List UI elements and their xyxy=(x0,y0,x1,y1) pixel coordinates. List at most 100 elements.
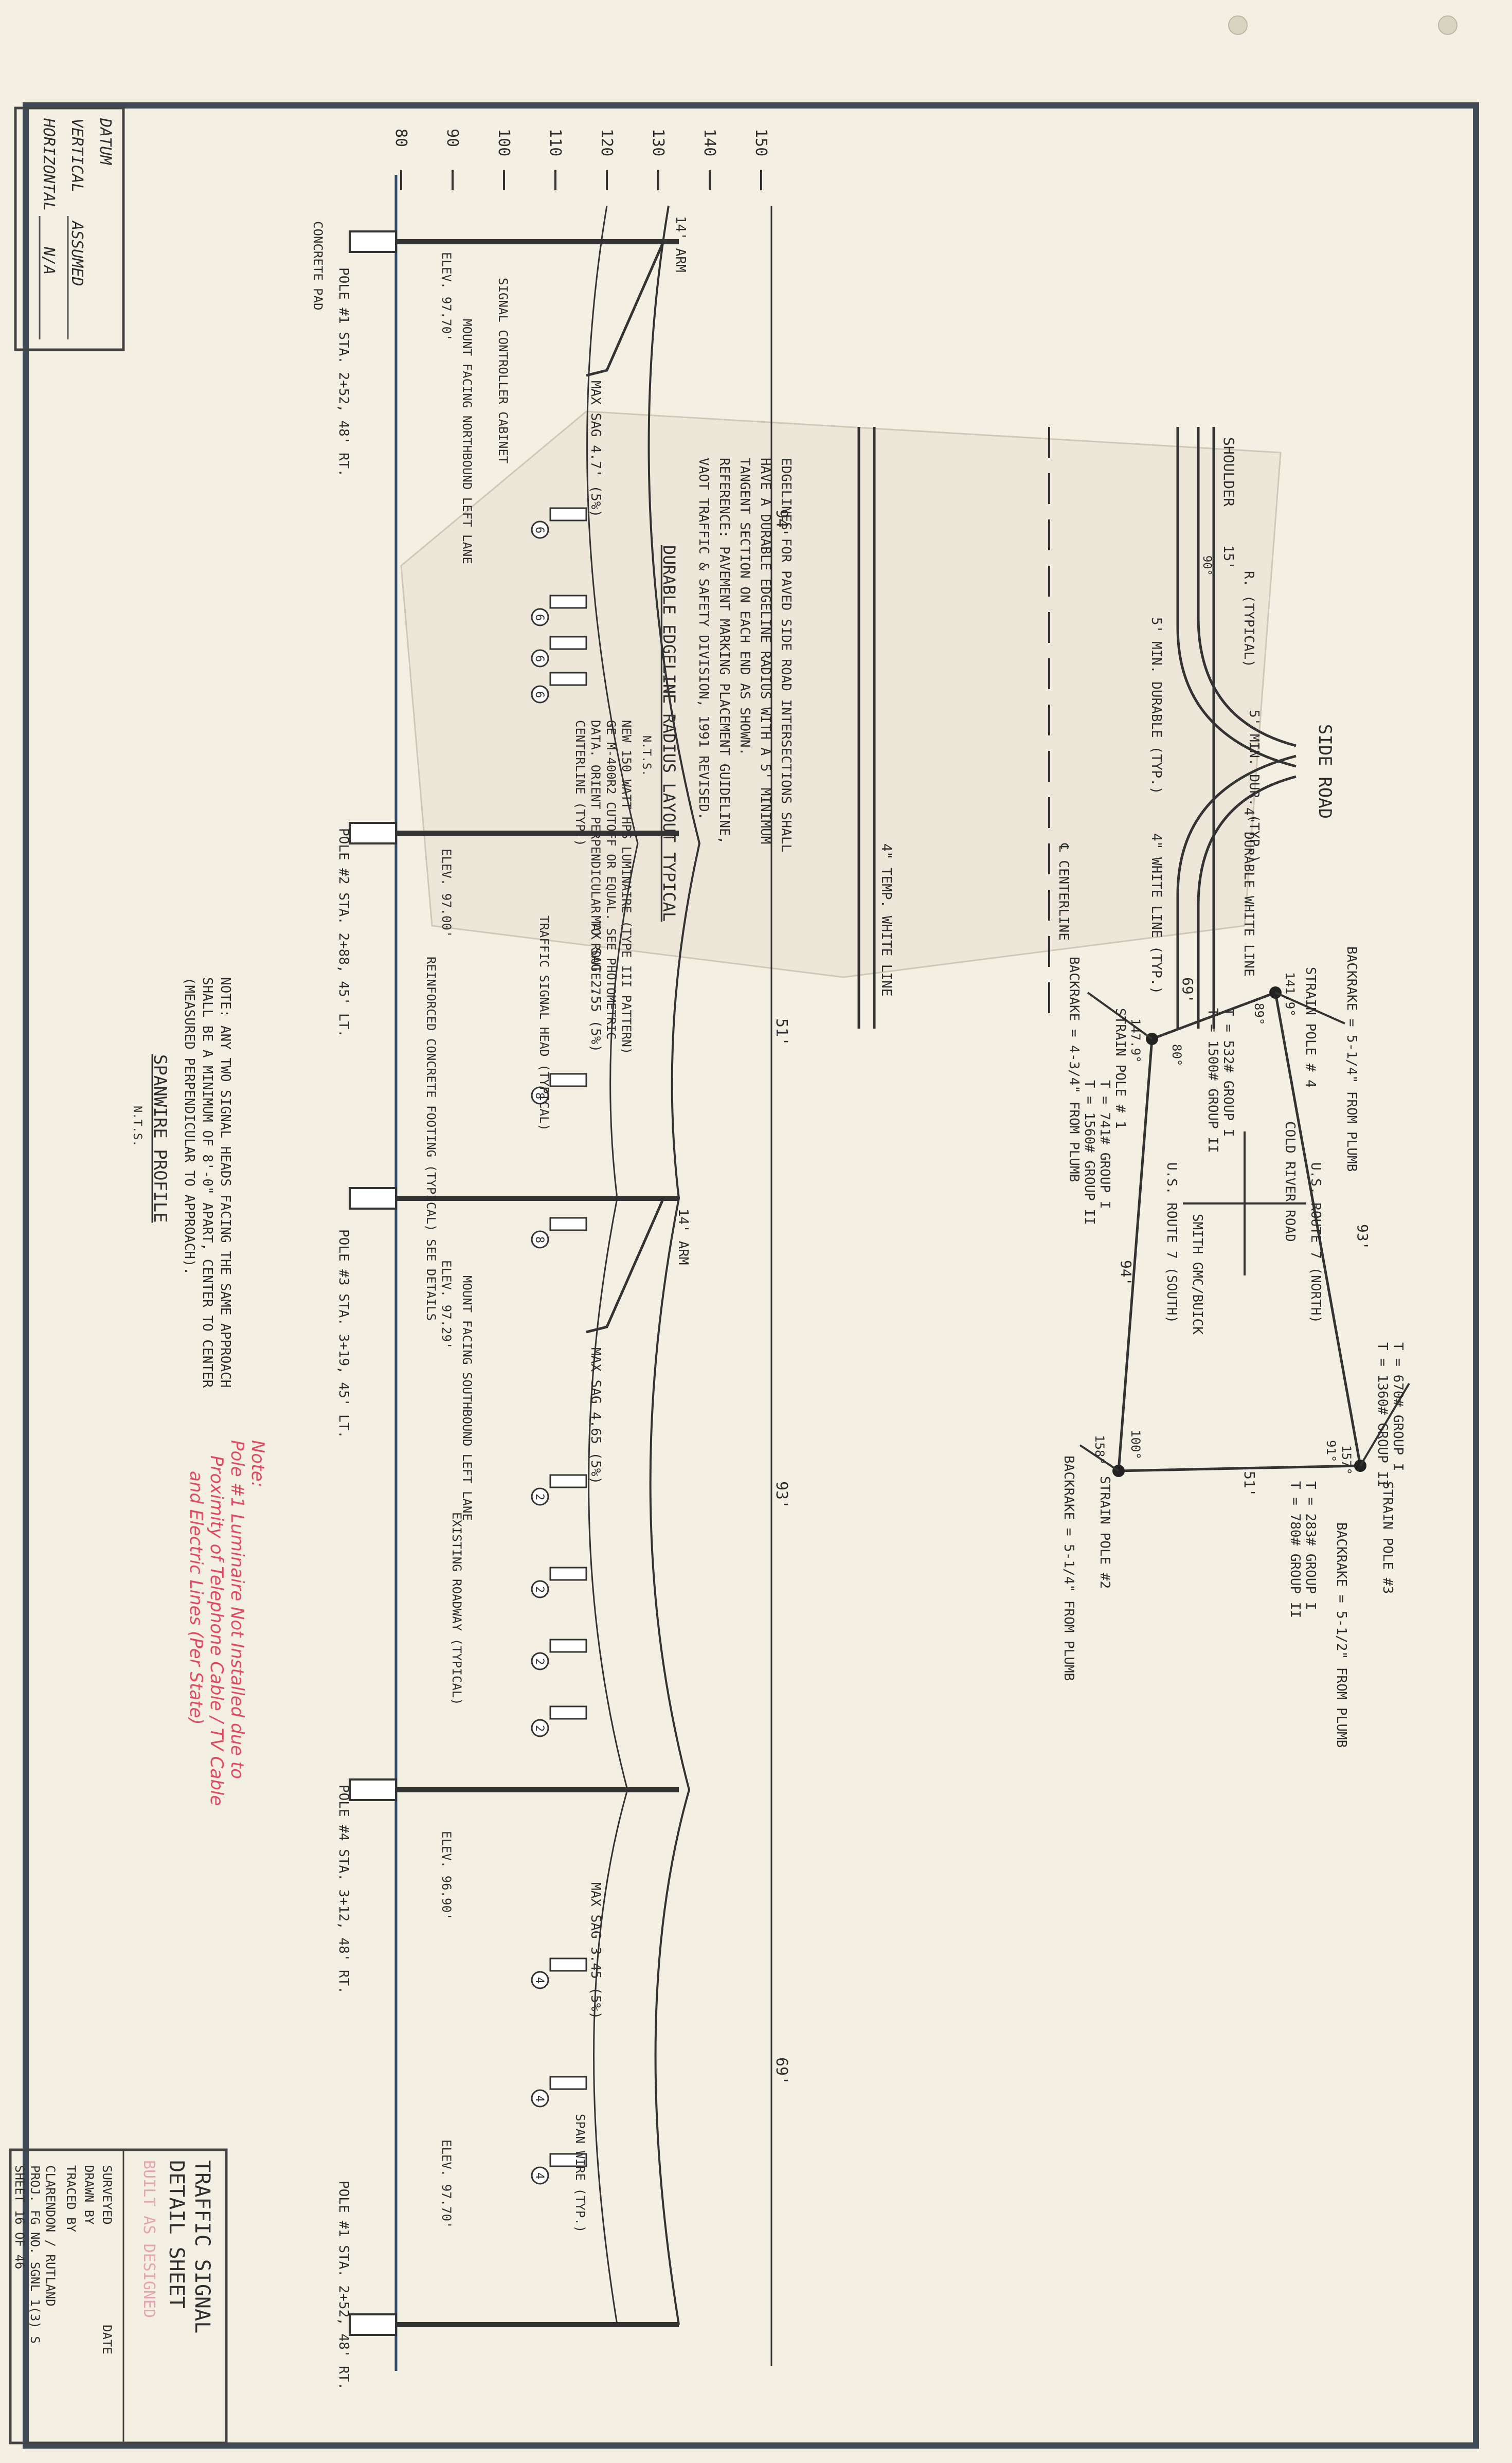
signal-head xyxy=(549,1567,587,1581)
elevation-tick-label: 130 xyxy=(649,129,667,156)
traced-by-label: TRACED BY xyxy=(64,2165,78,2233)
pole-4-label: POLE #4 STA. 3+12, 48' RT. xyxy=(336,1785,351,1994)
pole-2-label: STRAIN POLE #2 xyxy=(1097,1476,1112,1589)
sag-4: MAX SAG 3.45 (5%) xyxy=(588,1882,603,2019)
profile-labels: 94' 51' 93' 69' 14' ARM 14' ARM POLE #1 … xyxy=(131,216,790,2390)
signal-head-number: 2 xyxy=(533,1658,546,1665)
edgeline-note-1: EDGELINES FOR PAVED SIDE ROAD INTERSECTI… xyxy=(778,458,794,852)
angle-80: 80° xyxy=(1169,1044,1184,1066)
sheet-number: SHEET 16 OF 46 xyxy=(12,2165,27,2269)
signal-head-number-bubble xyxy=(531,1487,549,1506)
span-wire-profile xyxy=(647,205,701,2325)
signal-head xyxy=(549,507,587,522)
white-line-typ-label: 4" WHITE LINE (TYP.) xyxy=(1148,833,1164,994)
signal-head-number-bubble xyxy=(531,608,549,626)
built-as-designed-stamp: BUILT AS DESIGNED xyxy=(140,2160,158,2318)
pole-foundation xyxy=(349,2313,397,2336)
mast-arm xyxy=(586,1197,665,1334)
profile-note-2: SHALL BE A MINIMUM OF 8'-0" APART, CENTE… xyxy=(200,977,215,1388)
arm-14-label-a: 14' ARM xyxy=(673,216,688,273)
tension-p21-2: T = 1560# GROUP II xyxy=(1082,1080,1097,1225)
edgeline-note-5: VAOT TRAFFIC & SAFETY DIVISION, 1991 REV… xyxy=(696,458,711,820)
sag-1: MAX SAG 4.7' (5%) xyxy=(588,381,603,517)
tension-p34-1: T = 670# GROUP I xyxy=(1390,1342,1406,1471)
signal-head xyxy=(549,1217,587,1231)
concrete-pad-label: CONCRETE PAD xyxy=(311,221,325,310)
signal-head xyxy=(549,595,587,609)
durable-white-label: 4" DURABLE WHITE LINE xyxy=(1241,807,1256,977)
handwritten-line-2: Pole #1 Luminaire Not Installed due to xyxy=(227,1440,247,1779)
date-label: DATE xyxy=(100,2325,114,2354)
vertical-label: VERTICAL xyxy=(68,118,86,193)
side-road-label: SIDE ROAD xyxy=(1315,724,1335,819)
project-number: PROJ. FG NO. SGNL 1(3) S xyxy=(28,2165,42,2344)
signal-head-number-bubble xyxy=(531,1719,549,1737)
angle-157: 157° xyxy=(1339,1445,1354,1475)
title-block: TRAFFIC SIGNAL DETAIL SHEET SURVEYED DRA… xyxy=(9,2148,228,2444)
span-93: 93' xyxy=(1354,1224,1371,1250)
signal-head xyxy=(549,2076,587,2090)
pole-foundation xyxy=(349,1187,397,1210)
signal-head-number: 2 xyxy=(533,1494,546,1500)
signal-head-number: 8 xyxy=(533,1236,546,1243)
shoulder-label: SHOULDER xyxy=(1220,437,1237,507)
drawn-by-label: DRAWN BY xyxy=(82,2165,96,2225)
elevation-tick-label: 140 xyxy=(700,129,718,156)
signal-head-number: 6 xyxy=(533,527,546,533)
signal-head xyxy=(549,636,587,650)
existing-roadway-label: EXISTING ROADWAY (TYPICAL) xyxy=(449,1512,464,1705)
profile-note-3: (MEASURED PERPENDICULAR TO APPROACH). xyxy=(182,977,197,1275)
handwritten-line-1: Note: xyxy=(247,1440,268,1487)
datum-label: DATUM xyxy=(96,118,114,165)
signal-head-number: 4 xyxy=(533,2095,546,2102)
pole-1-left-label: POLE #1 STA. 2+52, 48' RT. xyxy=(336,267,351,477)
signal-head-number: 4 xyxy=(533,2172,546,2179)
signal-head-number-bubble xyxy=(531,1652,549,1670)
elevation-tick-label: 120 xyxy=(598,129,616,156)
elevation-tick-label: 150 xyxy=(752,129,770,156)
smith-gmc-label: SMITH GMC/BUICK xyxy=(1190,1214,1205,1335)
signal-head xyxy=(549,1639,587,1653)
mount-nb-label: MOUNT FACING NORTHBOUND LEFT LANE xyxy=(460,319,474,564)
edgeline-note-3: TANGENT SECTION ON EACH END AS SHOWN. xyxy=(737,458,752,756)
profile-nts: N.T.S. xyxy=(131,1106,143,1146)
elevation-tick-label: 110 xyxy=(546,129,564,156)
pole-3-label: STRAIN POLE #3 xyxy=(1380,1481,1395,1594)
min-dur-label: 5' MIN. DUR. (TYP.) xyxy=(1246,710,1262,862)
pole-foundation xyxy=(349,230,397,253)
r-typical-label: R. (TYPICAL) xyxy=(1241,571,1256,668)
signal-head xyxy=(549,1474,587,1488)
mast-arm xyxy=(586,241,665,377)
signal-head-number-bubble xyxy=(531,1230,549,1249)
tension-p3-2: T = 780# GROUP II xyxy=(1287,1481,1303,1618)
signal-head-number-bubble xyxy=(531,2166,549,2185)
town-label: CLARENDON / RUTLAND xyxy=(43,2165,58,2307)
tether-wire-profile xyxy=(586,205,639,2325)
centerline-label: ℄ CENTERLINE xyxy=(1056,843,1071,941)
angle-89: 89° xyxy=(1252,1003,1266,1025)
horizontal-label: HORIZONTAL xyxy=(40,118,58,211)
signal-head-number-bubble xyxy=(531,649,549,668)
signal-head-number-bubble xyxy=(531,2089,549,2108)
signal-head-number-bubble xyxy=(531,1086,549,1105)
angle-100: 100° xyxy=(1128,1430,1143,1460)
pole-foundation xyxy=(349,822,397,844)
signal-head-label: TRAFFIC SIGNAL HEAD (TYPICAL) xyxy=(537,915,551,1131)
elevation-tick-label: 90 xyxy=(443,129,461,147)
angle-158: 158° xyxy=(1092,1435,1107,1465)
tension-p34-2: T = 1360# GROUP II xyxy=(1375,1342,1390,1487)
signal-head-number: 2 xyxy=(533,1725,546,1732)
signal-head-number-bubble xyxy=(531,520,549,539)
span-69: 69' xyxy=(1179,977,1196,1003)
surveyed-label: SURVEYED xyxy=(100,2165,114,2225)
punch-hole xyxy=(1438,15,1457,35)
span-94: 94' xyxy=(1118,1260,1135,1286)
elev-a: ELEV. 97.70' xyxy=(439,252,454,341)
top-dim-93: 93' xyxy=(772,1481,790,1509)
elev-c: ELEV. 97.29' xyxy=(439,1260,454,1349)
angle-147: 147.9° xyxy=(1128,1018,1143,1063)
datum-box: DATUM VERTICAL ASSUMED HORIZONTAL N/A xyxy=(14,106,125,351)
